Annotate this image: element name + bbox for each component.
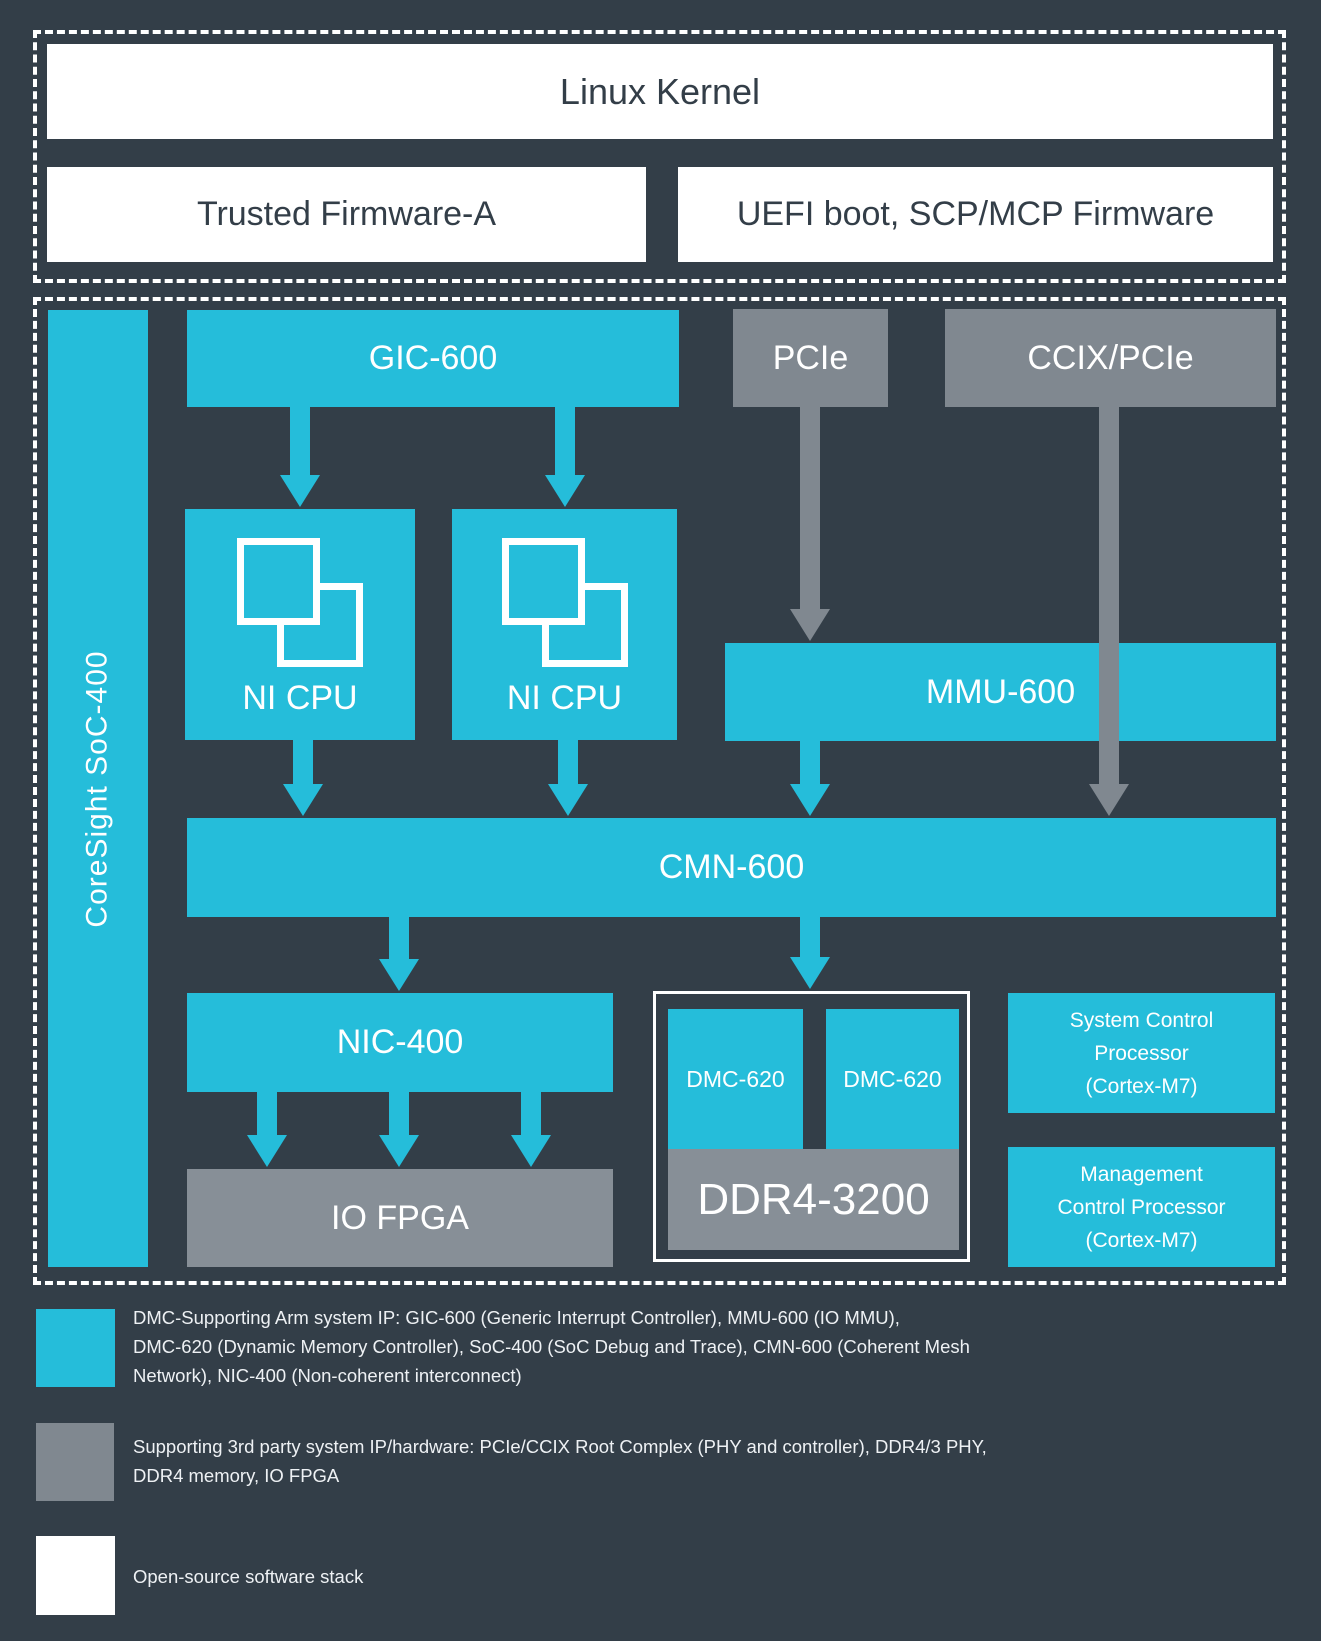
front-square-icon	[237, 538, 320, 625]
cmn-600-label: CMN-600	[658, 848, 805, 886]
system-control-processor-box: System Control Processor (Cortex-M7)	[1008, 993, 1275, 1113]
mmu-600-box: MMU-600	[725, 643, 1276, 741]
coresight-soc-400-bar: CoreSight SoC-400	[48, 310, 148, 1267]
gic-600-box: GIC-600	[187, 310, 679, 407]
memory-group-frame	[653, 991, 970, 1262]
uefi-scp-firmware-box: UEFI boot, SCP/MCP Firmware	[678, 167, 1273, 262]
ddr4-3200-box: DDR4-3200	[668, 1149, 959, 1250]
dmc-620-box-right: DMC-620	[826, 1009, 959, 1149]
legend-swatch-third-party	[36, 1423, 114, 1501]
legend-open-source-line-1: Open-source software stack	[133, 1566, 364, 1587]
dmc-620-label: DMC-620	[843, 1065, 942, 1092]
legend-swatch-open-source	[36, 1536, 115, 1615]
legend-swatch-arm-ip	[36, 1309, 115, 1387]
rear-square-icon	[277, 583, 363, 667]
legend-third-party-line-1: Supporting 3rd party system IP/hardware:…	[133, 1436, 987, 1457]
trusted-firmware-label: Trusted Firmware-A	[196, 195, 497, 233]
arrow-gic-to-nicpu-left	[280, 407, 320, 507]
ni-cpu-box-right: NI CPU	[452, 509, 677, 740]
linux-kernel-label: Linux Kernel	[559, 70, 761, 112]
ccix-pcie-box: CCIX/PCIe	[945, 309, 1276, 407]
io-fpga-label: IO FPGA	[331, 1198, 469, 1237]
front-square-icon	[502, 538, 585, 625]
io-fpga-box: IO FPGA	[187, 1169, 613, 1267]
arrow-nic-to-iofpga-3	[511, 1092, 551, 1167]
arrow-cmn-to-memory	[790, 917, 830, 989]
nic-400-label: NIC-400	[336, 1023, 464, 1061]
legend-third-party-line-2: DDR4 memory, IO FPGA	[133, 1465, 340, 1486]
scp-line-2: Processor	[1094, 1041, 1189, 1065]
arrow-mmu-to-cmn	[790, 741, 830, 816]
gic-600-label: GIC-600	[368, 339, 498, 377]
arrow-nicpu-left-to-cmn	[283, 740, 323, 816]
arrow-pcie-to-mmu	[790, 407, 830, 641]
mmu-600-label: MMU-600	[925, 672, 1076, 711]
arrow-nic-to-iofpga-2	[379, 1092, 419, 1167]
mcp-line-1: Management	[1080, 1162, 1203, 1186]
linux-kernel-box: Linux Kernel	[47, 44, 1273, 139]
legend-text-arm-ip: DMC-Supporting Arm system IP: GIC-600 (G…	[133, 1303, 1283, 1390]
ni-cpu-label: NI CPU	[242, 679, 358, 717]
ddr4-3200-label: DDR4-3200	[697, 1174, 930, 1224]
legend-text-third-party: Supporting 3rd party system IP/hardware:…	[133, 1432, 1283, 1490]
pcie-box: PCIe	[733, 309, 888, 407]
arrow-ccix-to-cmn	[1089, 407, 1129, 816]
trusted-firmware-box: Trusted Firmware-A	[47, 167, 646, 262]
legend-arm-ip-line-1: DMC-Supporting Arm system IP: GIC-600 (G…	[133, 1307, 900, 1328]
arrow-nicpu-right-to-cmn	[548, 740, 588, 816]
legend-arm-ip-line-3: Network), NIC-400 (Non-coherent intercon…	[133, 1365, 522, 1386]
ni-cpu-box-left: NI CPU	[185, 509, 415, 740]
arrow-nic-to-iofpga-1	[247, 1092, 287, 1167]
legend-text-open-source: Open-source software stack	[133, 1562, 1283, 1591]
scp-line-1: System Control	[1069, 1008, 1214, 1032]
mcp-line-2: Control Processor	[1057, 1195, 1226, 1219]
uefi-scp-firmware-label: UEFI boot, SCP/MCP Firmware	[736, 195, 1215, 233]
hardware-frame	[33, 297, 1286, 1285]
mcp-line-3: (Cortex-M7)	[1085, 1228, 1198, 1252]
ccix-pcie-label: CCIX/PCIe	[1027, 338, 1194, 377]
software-stack-frame	[33, 30, 1286, 283]
pcie-label: PCIe	[772, 338, 849, 377]
scp-line-3: (Cortex-M7)	[1085, 1074, 1198, 1098]
rear-square-icon	[542, 583, 628, 667]
dmc-620-label: DMC-620	[686, 1065, 785, 1092]
cmn-600-box: CMN-600	[187, 818, 1276, 917]
coresight-soc-400-label: CoreSight SoC-400	[81, 649, 114, 928]
legend-arm-ip-line-2: DMC-620 (Dynamic Memory Controller), SoC…	[133, 1336, 970, 1357]
ni-cpu-label: NI CPU	[506, 679, 623, 717]
dmc-620-box-left: DMC-620	[668, 1009, 803, 1149]
arrow-gic-to-nicpu-right	[545, 407, 585, 507]
nic-400-box: NIC-400	[187, 993, 613, 1092]
arrow-cmn-to-nic	[379, 917, 419, 991]
management-control-processor-box: Management Control Processor (Cortex-M7)	[1008, 1147, 1275, 1267]
